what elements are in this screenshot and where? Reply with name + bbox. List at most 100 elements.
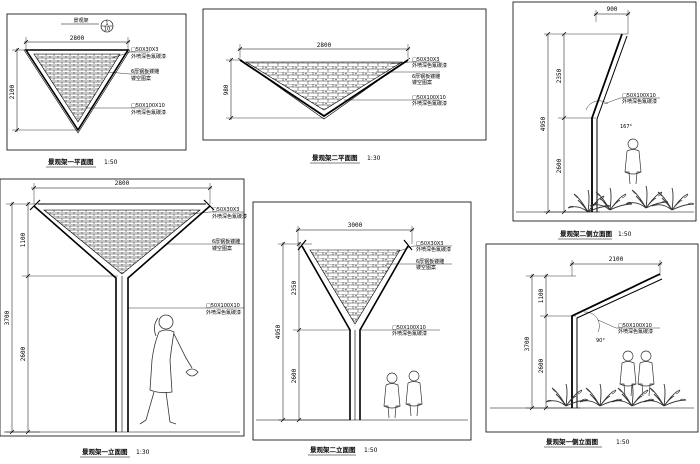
note-a: □50X30X3 [212,207,239,213]
note-c-sub: 外喷深色氟碳漆 [618,328,653,335]
note-a: □50X30X3 [416,241,443,247]
height-dimension [12,47,78,133]
dim-lower-text: 2600 [20,346,27,361]
plants [545,383,687,407]
note-c-sub: 外喷深色氟碳漆 [131,109,166,116]
width-dim-text: 2800 [317,42,332,49]
leaders [128,211,244,309]
leaders [360,245,452,331]
panel-front-2: 3000 2350 4950 2600 □50X30X3 外喷深色氟碳漆 6厚钢… [252,201,472,456]
panel-plan-2: 2800 980 □50X30X3 外喷深色氟碳漆 6厚钢板镂雕 镂空图案 □5… [202,8,487,164]
panel-caption: 景观架二平面图 [312,153,358,162]
panel-caption: 景观架二立面图 [310,445,356,454]
leaders [344,61,440,101]
note-a-sub: 外喷深色氟碳漆 [412,62,447,69]
note-c: □50X100X10 [131,103,165,109]
index-bottom: 10 [104,27,110,33]
note-c: □50X100X10 [206,303,240,309]
note-b: 6厚钢板镂雕 [416,258,444,265]
panel-caption: 景观架二侧立面图 [560,229,613,238]
width-dim-text: 2800 [70,35,85,42]
people-figure [619,350,655,397]
panel-scale: 1:30 [136,449,150,456]
panel-frame [485,243,699,433]
note-c: □50X100X10 [622,93,656,99]
panel-scale: 1:50 [104,159,118,166]
panel-scale: 1:30 [367,155,381,162]
leaders [597,319,660,329]
frame-profile [585,33,628,212]
dim-upper-text: 1100 [538,288,545,303]
dim-total-text: 3700 [4,310,11,325]
note-c: □50X100X10 [392,325,426,331]
panel-scale: 1:50 [618,231,632,238]
note-c-sub: 外喷深色氟碳漆 [622,98,657,105]
panel-frame [512,1,697,222]
dim-lower-text: 2600 [291,368,298,383]
dim-lower-text: 2600 [556,158,563,173]
height-dim-text: 980 [223,84,230,95]
panel-caption: 景观架一平面图 [48,157,94,166]
dim-upper-text: 2350 [291,280,298,295]
people-figure [624,138,642,185]
dim-upper-text: 2350 [556,68,563,83]
dim-lower-text: 2600 [538,358,545,373]
panel-frame [6,13,187,151]
width-dim-text: 2100 [609,256,624,263]
index-label: 景观架 [73,17,88,24]
panel-frame [0,178,245,437]
leaders [603,97,660,105]
note-a-sub: 外喷深色氟碳漆 [212,213,247,220]
dim-total-text: 4950 [275,324,282,339]
note-b: 6厚钢板镂雕 [412,73,440,80]
height-dimension [226,57,324,121]
frame-front [29,199,215,432]
index-symbol [61,19,114,33]
frame-profile [571,273,663,408]
panel-side-1: 2100 1100 3700 2600 □50X100X10 外喷深色氟碳漆 9… [485,243,699,448]
panel-frame [252,201,472,441]
width-dimension [31,183,213,204]
panel-caption: 景观架一侧立面图 [546,437,599,446]
width-dim-text: 3000 [348,222,363,229]
note-c-sub: 外喷深色氟碳漆 [412,100,447,107]
frame-triangle [23,49,131,134]
width-dimension [23,37,131,50]
people-figure [139,314,199,425]
frame-triangle [237,57,411,120]
index-top: 1 [105,21,108,27]
height-dimensions [544,31,628,215]
panel-scale: 1:50 [364,447,378,454]
panel-side-2: 900 2350 4950 2600 □50X100X10 外喷深色氟碳漆 16… [512,1,697,240]
people-figure [383,370,423,419]
leaders [86,51,150,109]
dim-upper-text: 1100 [20,232,27,247]
panel-frame [202,8,487,141]
panel-caption: 景观架一立面图 [82,447,128,456]
note-c-sub: 外喷深色氟碳漆 [392,330,427,337]
panel-scale: 1:50 [616,439,630,446]
note-a-sub: 外喷深色氟碳漆 [131,53,166,60]
note-a: □50X30X3 [412,57,439,63]
width-dim-text: 900 [607,6,618,13]
width-dimension [237,44,411,58]
panel-plan-1: 景观架 1 10 2800 2100 □50 [6,13,187,168]
width-dimension [569,260,663,276]
dim-total-text: 4950 [540,116,547,131]
note-c: □50X100X10 [412,95,446,101]
note-a-sub: 外喷深色氟碳漆 [416,246,451,253]
width-dim-text: 2800 [115,180,130,187]
note-b-sub: 镂空图案 [412,79,432,86]
note-b-sub: 镂空图案 [212,245,232,252]
height-dim-text: 2100 [9,84,16,99]
note-c: □50X100X10 [618,323,652,329]
note-b-sub: 镂空图案 [131,75,151,82]
plants [567,185,695,213]
width-dimension [593,10,631,34]
width-dimension [295,226,415,244]
dim-total-text: 3700 [524,336,531,351]
note-b-sub: 镂空图案 [416,264,436,271]
panel-front-1: 2800 1100 3700 2600 □50X30X3 外喷深色氟碳漆 [0,178,247,458]
note-c-sub: 外喷深色氟碳漆 [206,309,241,316]
